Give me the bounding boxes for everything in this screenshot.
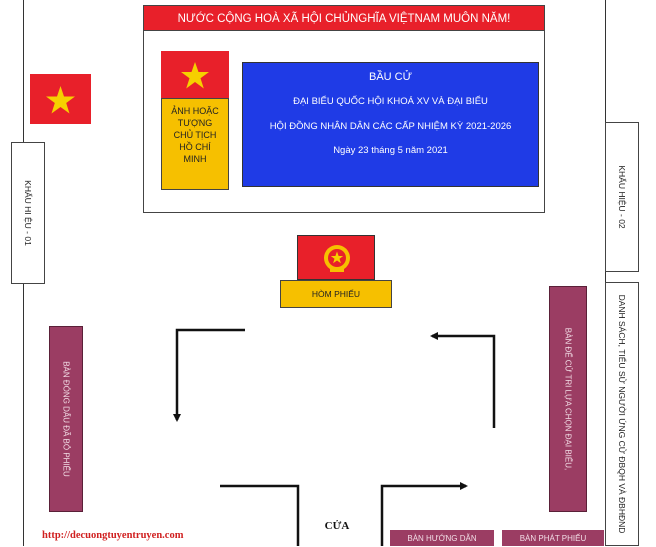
portrait-line: ẢNH HOẶC [171,106,219,116]
website-watermark: http://decuongtuyentruyen.com [42,530,184,541]
portrait-line: TƯỢNG [177,118,213,128]
stage-flag [161,51,229,98]
portrait-line: MINH [183,154,207,164]
title-line-2: ĐẠI BIỂU QUỐC HỘI KHOÁ XV VÀ ĐẠI BIỂU [293,96,488,107]
banner-slogan: NƯỚC CỘNG HOÀ XÃ HỘI CHỦNGHĨA VIỆTNAM MU… [143,5,545,31]
door-wall-left [220,484,300,546]
portrait-placeholder: ẢNH HOẶC TƯỢNG CHỦ TỊCH HỒ CHÍ MINH [161,98,229,190]
title-line-4: Ngày 23 tháng 5 năm 2021 [333,145,448,156]
title-line-1: BẦU CỬ [368,71,412,83]
stamping-table: BÀN ĐÓNG DẤU ĐÃ BỎ PHIẾU [49,326,83,512]
national-flag [30,74,91,124]
emblem-icon [324,245,350,272]
candidate-list-board: DANH SÁCH, TIỂU SỬ NGƯỜI ỨNG CỬ ĐBQH VÀ … [605,282,639,546]
arrow-right-up [430,332,496,428]
arrow-left-down [173,328,245,422]
ballot-box: HÒM PHIẾU [280,280,392,308]
election-title-board: BẦU CỬ ĐẠI BIỂU QUỐC HỘI KHOÁ XV VÀ ĐẠI … [242,62,539,187]
star-icon [46,86,75,114]
title-line-3: HỘI ĐỒNG NHÂN DÂN CÁC CẤP NHIỆM KỲ 2021-… [269,121,512,132]
entrance-door-label: CỬA [324,520,350,532]
star-icon [181,62,209,89]
portrait-line: CHỦ TỊCH [173,130,217,140]
right-wall [605,0,606,546]
voter-selection-table: BÀN ĐỂ CỬ TRI LỰA CHỌN ĐẠI BIỂU, [549,286,587,512]
ballot-issue-table: BÀN PHÁT PHIẾU [502,530,604,546]
guidance-table: BÀN HƯỚNG DẪN [390,530,494,546]
slogan-board-right: KHẨU HIỆU - 02 [605,122,639,272]
slogan-board-left: KHẨU HI ỆU - 01 [11,142,45,284]
portrait-line: HỒ CHÍ [179,142,211,152]
arrow-entry-right [380,482,468,546]
national-emblem-panel [297,235,375,280]
